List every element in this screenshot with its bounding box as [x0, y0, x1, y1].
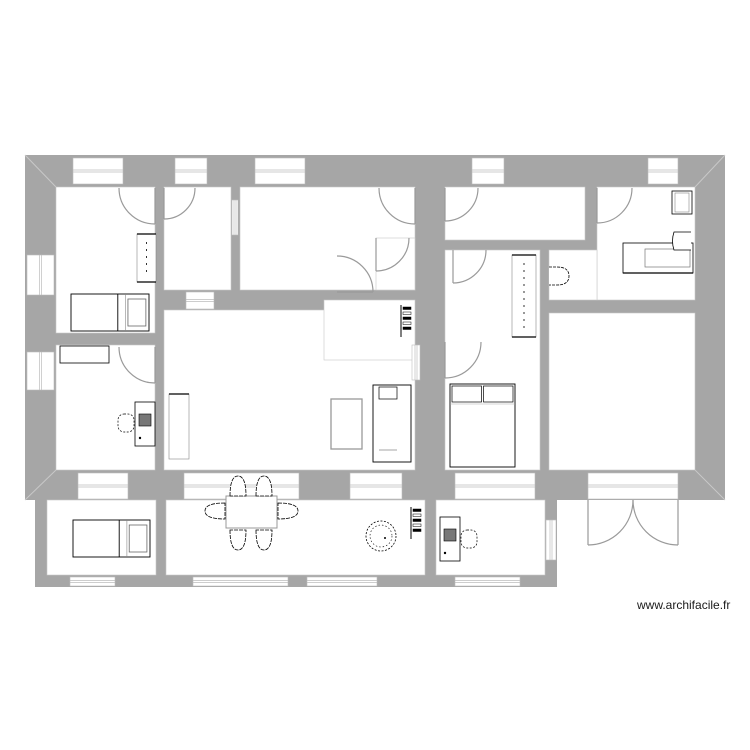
- wall-corner-line: [694, 469, 726, 501]
- chair-icon: [255, 529, 273, 551]
- wall-int-h-330: [56, 333, 164, 345]
- door[interactable]: [118, 346, 156, 384]
- watermark-text: www.archifacile.fr: [637, 598, 731, 612]
- door[interactable]: [336, 255, 374, 293]
- window: [77, 472, 129, 500]
- door[interactable]: [452, 249, 487, 284]
- door[interactable]: [378, 187, 416, 225]
- window: [411, 344, 421, 381]
- wall-lower-left: [35, 500, 47, 585]
- window: [454, 576, 521, 587]
- wall-outer-top: [25, 155, 725, 187]
- wardrobe-office-w-icon: [59, 345, 110, 364]
- wall-int-v-585: [585, 187, 597, 250]
- wardrobe-nw-icon: [136, 233, 157, 283]
- doors-layer: [118, 187, 679, 546]
- window: [471, 157, 505, 185]
- wall-int-v-540: [540, 250, 549, 472]
- wall-corner-line: [24, 469, 57, 501]
- window: [254, 157, 306, 185]
- bed-sw-icon: [72, 519, 151, 558]
- wall-int-v-415: [415, 187, 445, 472]
- wall-corner-line: [24, 154, 57, 188]
- desk-chair-icon: [460, 529, 478, 549]
- door[interactable]: [444, 341, 482, 379]
- wall-lower-div2: [425, 500, 436, 580]
- sofa-living-icon: [372, 384, 412, 463]
- chair-icon: [229, 475, 247, 497]
- chair-icon: [204, 502, 226, 520]
- wall-lower-div1: [156, 500, 166, 580]
- desk-office-w-icon: [134, 401, 156, 447]
- dining-table-icon: [225, 495, 278, 529]
- wall-int-v-155: [155, 187, 164, 472]
- wall-corner-line: [694, 154, 726, 188]
- window: [26, 351, 55, 391]
- window: [545, 519, 557, 561]
- sideboard-living-icon: [168, 393, 190, 460]
- wall-outer-right: [695, 155, 725, 500]
- window: [174, 157, 208, 185]
- window: [647, 157, 679, 185]
- radiator-dining-icon: [410, 507, 422, 539]
- window: [231, 199, 239, 236]
- round-table-icon: [365, 520, 397, 552]
- door[interactable]: [118, 187, 156, 225]
- window: [185, 291, 215, 310]
- door[interactable]: [375, 237, 410, 272]
- wall-outer-left: [25, 155, 56, 500]
- bed-nw-icon: [70, 293, 150, 332]
- basin-bath-icon: [672, 231, 691, 251]
- window: [72, 157, 124, 185]
- window: [69, 576, 116, 587]
- desk-office-se-icon: [439, 516, 461, 562]
- window: [349, 472, 403, 500]
- room-closet-1: [163, 186, 232, 291]
- door[interactable]: [163, 187, 196, 220]
- chair-icon: [277, 502, 299, 520]
- room-room-east: [548, 312, 696, 471]
- toilet-bath-icon: [549, 266, 570, 286]
- wall-int-h-240: [445, 240, 595, 250]
- desk-chair-icon: [117, 413, 135, 433]
- sink-bath-icon: [671, 190, 693, 215]
- window: [26, 254, 55, 296]
- wall-int-h-300: [549, 300, 695, 313]
- radiator-kitchen-icon: [400, 305, 412, 337]
- window: [454, 472, 536, 500]
- door[interactable]: [587, 499, 634, 546]
- bed-master-icon: [449, 383, 516, 468]
- door[interactable]: [444, 187, 479, 222]
- furniture-layer: [59, 190, 694, 562]
- chair-icon: [255, 475, 273, 497]
- window: [192, 576, 289, 587]
- door[interactable]: [632, 499, 679, 546]
- chair-icon: [229, 529, 247, 551]
- door[interactable]: [596, 187, 633, 224]
- room-kitchen-nook: [323, 299, 416, 361]
- wardrobe-master-icon: [511, 254, 537, 338]
- room-hall-ne: [444, 186, 586, 241]
- window: [587, 472, 679, 500]
- window: [306, 576, 378, 587]
- wall-int-v-232: [231, 187, 240, 292]
- coffee-table-icon: [330, 398, 363, 450]
